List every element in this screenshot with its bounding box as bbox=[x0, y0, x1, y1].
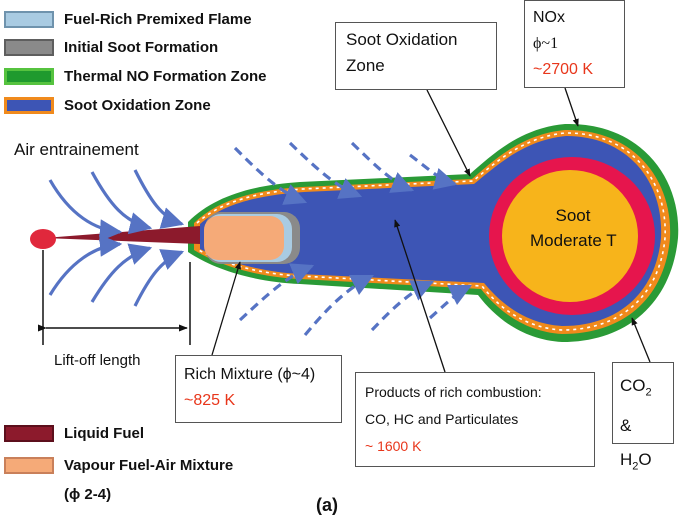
nozzle bbox=[30, 229, 56, 249]
soot-core-label: Soot Moderate T bbox=[530, 203, 617, 253]
legend-label: Initial Soot Formation bbox=[64, 38, 219, 56]
equivalence-ratio-note: (ϕ 2-4) bbox=[64, 486, 112, 503]
rich-mixture-temperature: ~825 K bbox=[184, 392, 236, 409]
legend-swatch bbox=[4, 67, 54, 85]
o-text: O bbox=[638, 450, 652, 470]
legend-label: Fuel-Rich Premixed Flame bbox=[64, 10, 252, 28]
legend-swatch bbox=[4, 424, 54, 442]
legend-swatch bbox=[4, 38, 54, 56]
legend-swatch bbox=[4, 456, 54, 474]
oxidation-dash-line bbox=[196, 132, 666, 331]
products-line: Products of rich combustion: bbox=[365, 384, 542, 400]
products-line: CO, HC and Particulates bbox=[365, 411, 519, 427]
legend-item-liquid-fuel: Liquid Fuel bbox=[4, 423, 144, 443]
legend-item-soot-oxidation-zone: Soot Oxidation Zone bbox=[4, 95, 211, 115]
nox-label: NOx bbox=[533, 9, 565, 26]
soot-core-line: Soot bbox=[555, 206, 591, 225]
callout-line: Zone bbox=[346, 56, 385, 75]
nox-callout: NOx ϕ~1 ~2700 K bbox=[524, 0, 625, 88]
figure-caption: (a) bbox=[316, 495, 338, 515]
soot-core-line: Moderate T bbox=[530, 231, 617, 250]
air-entrainment-label: Air entrainement bbox=[14, 140, 139, 159]
air-entrainment-arrows bbox=[48, 169, 185, 307]
legend-label: Vapour Fuel-Air Mixture bbox=[64, 456, 234, 474]
subscript: 2 bbox=[632, 460, 639, 473]
rich-mixture-callout: Rich Mixture (ϕ~4) ~825 K bbox=[175, 355, 342, 423]
legend-item-thermal-no-formation-zone: Thermal NO Formation Zone bbox=[4, 66, 267, 86]
co-text: CO bbox=[620, 376, 646, 395]
callout-leaders bbox=[211, 87, 651, 373]
legend-item-vapour-fuel-air-mixture: Vapour Fuel-Air Mixture bbox=[4, 455, 233, 475]
amp-text: & bbox=[620, 416, 632, 436]
legend-label: Thermal NO Formation Zone bbox=[64, 67, 267, 85]
h2o-line: H2O bbox=[620, 443, 666, 483]
co2-h2o-callout: CO2 & H2O bbox=[612, 362, 674, 473]
callout-line: Soot Oxidation bbox=[346, 30, 458, 49]
h-text: H bbox=[620, 450, 633, 470]
equivalence-ratio: ϕ~1 bbox=[533, 35, 559, 52]
legend-label: Soot Oxidation Zone bbox=[64, 96, 211, 114]
subscript: 2 bbox=[645, 386, 652, 399]
legend-item-initial-soot-formation: Initial Soot Formation bbox=[4, 37, 218, 57]
products-temperature: ~ 1600 K bbox=[365, 438, 422, 454]
liquid-fuel-jet bbox=[44, 226, 200, 244]
legend-swatch bbox=[4, 96, 54, 114]
soot-core bbox=[502, 170, 638, 302]
legend-item-fuel-rich-premixed-flame: Fuel-Rich Premixed Flame bbox=[4, 9, 252, 29]
legend-label: Liquid Fuel bbox=[64, 424, 144, 442]
dashed-entrainment-arrows bbox=[233, 141, 473, 337]
legend-swatch bbox=[4, 10, 54, 28]
rich-mixture-title: Rich Mixture (ϕ~4) bbox=[184, 366, 316, 383]
soot-oxidation-callout: Soot Oxidation Zone bbox=[335, 22, 497, 90]
co2-line: CO2 & bbox=[620, 369, 666, 443]
products-callout: Products of rich combustion: CO, HC and … bbox=[355, 372, 595, 467]
liftoff-length-label: Lift-off length bbox=[54, 352, 141, 369]
vapour-fuel-air-mixture bbox=[204, 216, 284, 260]
nox-temperature: ~2700 K bbox=[533, 61, 594, 78]
